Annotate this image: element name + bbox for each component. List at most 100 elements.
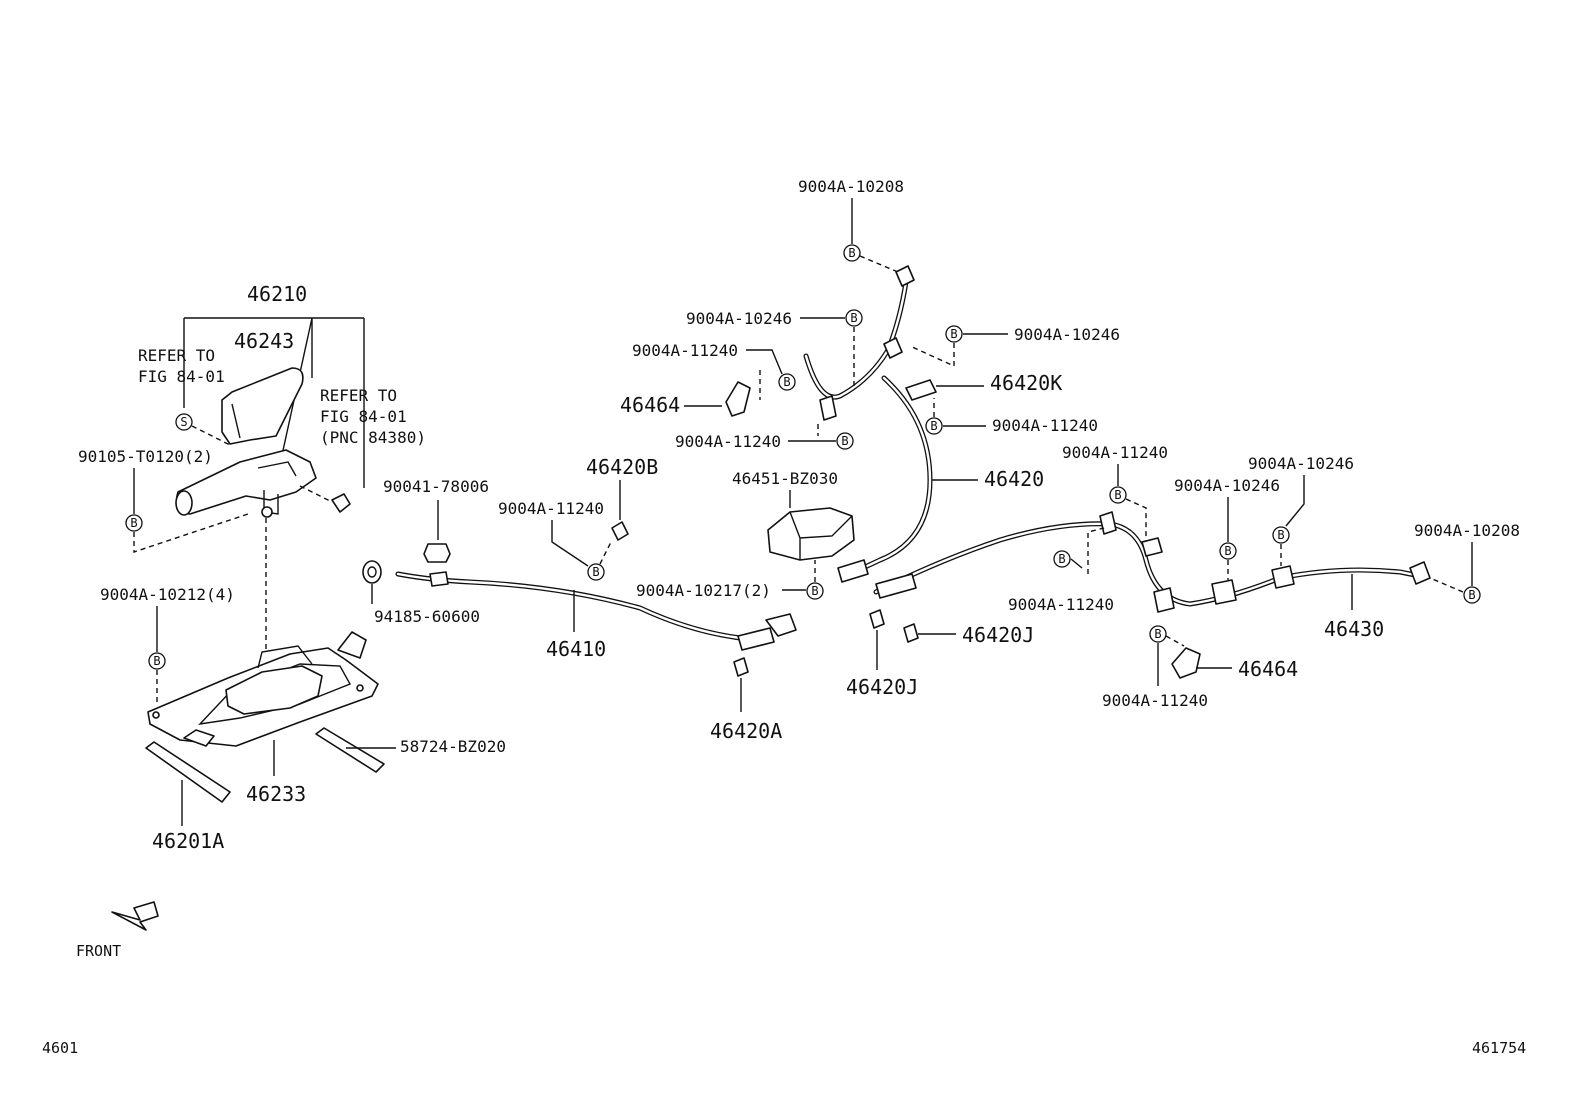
clip-46420J-a-part[interactable]: [869, 609, 885, 629]
dashed-leader-90105: [133, 513, 249, 553]
cable-46420-bend-bracket: [819, 395, 837, 421]
plate-46201A-part[interactable]: [145, 741, 231, 803]
callout-90105-T0120[interactable]: 90105-T0120(2): [78, 447, 213, 466]
callout-46464-a[interactable]: 46464: [620, 393, 680, 417]
cable-46430-bracket-4: [1211, 579, 1237, 605]
switch-dashed-leader: [299, 485, 333, 503]
callout-46201A[interactable]: 46201A: [152, 829, 224, 853]
bolt-marker-90105: B: [125, 514, 143, 532]
leader-9004A-11240-a: [551, 520, 589, 567]
svg-text:B: B: [783, 375, 790, 389]
dashed-leader-46464-b: [1165, 635, 1185, 647]
callout-9004A-10208-right[interactable]: 9004A-10208: [1414, 521, 1520, 540]
callout-46420J-b[interactable]: 46420J: [962, 623, 1034, 647]
callout-46210[interactable]: 46210: [247, 282, 307, 306]
front-label: FRONT: [76, 942, 121, 960]
svg-text:B: B: [1277, 528, 1284, 542]
callout-9004A-10212[interactable]: 9004A-10212(4): [100, 585, 235, 604]
base-plate-boss: [225, 665, 323, 715]
nut-90041-part[interactable]: [423, 543, 451, 563]
upper-cable-46420-group: 9004A-10208 B 9004A-10246 B 9004A-11240 …: [620, 177, 1120, 583]
callout-9004A-11240-b[interactable]: 9004A-11240: [632, 341, 738, 360]
callout-9004A-11240-d[interactable]: 9004A-11240: [992, 416, 1098, 435]
cable-46420-end-fitting: [837, 559, 869, 583]
callout-9004A-11240-g[interactable]: 9004A-11240: [1102, 691, 1208, 710]
svg-text:B: B: [1114, 488, 1121, 502]
callout-46420A[interactable]: 46420A: [710, 719, 782, 743]
svg-text:B: B: [848, 246, 855, 260]
page-code: 4601: [42, 1039, 78, 1057]
bolt-marker-10246-d: B: [1272, 526, 1290, 544]
callout-9004A-10246-a[interactable]: 9004A-10246: [686, 309, 792, 328]
plate-58724-part[interactable]: [315, 727, 385, 773]
callout-46233[interactable]: 46233: [246, 782, 306, 806]
bolt-marker-11240-c: B: [836, 432, 854, 450]
leader-46210: [183, 317, 365, 488]
bolt-marker-11240-g-top: B: [1149, 625, 1167, 643]
callout-46420K[interactable]: 46420K: [990, 371, 1062, 395]
callout-9004A-11240-c[interactable]: 9004A-11240: [675, 432, 781, 451]
callout-9004A-10246-d[interactable]: 9004A-10246: [1248, 454, 1354, 473]
callout-9004A-10217[interactable]: 9004A-10217(2): [636, 581, 771, 600]
svg-text:B: B: [1224, 544, 1231, 558]
refer-note-2-line3: (PNC 84380): [320, 428, 426, 447]
front-cable-fitting: [429, 571, 449, 587]
callout-9004A-11240-e[interactable]: 9004A-11240: [1062, 443, 1168, 462]
callout-9004A-10208-top[interactable]: 9004A-10208: [798, 177, 904, 196]
svg-text:B: B: [950, 327, 957, 341]
cable-46430-bracket-3: [1153, 587, 1175, 613]
clip-46420J-b-part[interactable]: [903, 623, 919, 643]
callout-9004A-11240-a[interactable]: 9004A-11240: [498, 499, 604, 518]
lever-cover-edge: [231, 403, 241, 439]
cover-46451-edges: [789, 511, 853, 560]
callout-46420B[interactable]: 46420B: [586, 455, 658, 479]
screw-marker-s: S: [175, 413, 193, 431]
cable-46430-end-bracket: [1409, 561, 1431, 585]
cable-46430-bracket-5: [1271, 565, 1295, 589]
clip-46420A-part[interactable]: [733, 657, 749, 677]
cover-46451-part[interactable]: [767, 507, 855, 561]
svg-text:B: B: [592, 565, 599, 579]
bracket-46464-b-part[interactable]: [1171, 647, 1201, 679]
cable-46430-inner: [874, 522, 1422, 606]
callout-46410[interactable]: 46410: [546, 637, 606, 661]
front-cable-bracket: [765, 613, 797, 637]
svg-text:B: B: [130, 516, 137, 530]
base-plate-tab: [337, 631, 367, 659]
callout-46430[interactable]: 46430: [1324, 617, 1384, 641]
switch-bracket-part[interactable]: [331, 493, 351, 513]
callout-58724-BZ020[interactable]: 58724-BZ020: [400, 737, 506, 756]
callout-46451-BZ030[interactable]: 46451-BZ030: [732, 469, 838, 488]
refer-note-2-line1: REFER TO: [320, 386, 397, 405]
callout-46420J-a[interactable]: 46420J: [846, 675, 918, 699]
grommet-94185-part[interactable]: [362, 560, 382, 584]
bolt-marker-10217: B: [806, 582, 824, 600]
base-plate-clip: [183, 729, 215, 747]
clip-46420K-part[interactable]: [905, 379, 937, 401]
front-indicator: FRONT: [76, 901, 159, 960]
callout-46243[interactable]: 46243: [234, 329, 294, 353]
base-plate-mount: [257, 645, 313, 669]
bracket-46464-a-part[interactable]: [725, 381, 751, 417]
callout-90041-78006[interactable]: 90041-78006: [383, 477, 489, 496]
callout-46420[interactable]: 46420: [984, 467, 1044, 491]
cable-46420-inner: [804, 280, 932, 576]
callout-9004A-11240-f[interactable]: 9004A-11240: [1008, 595, 1114, 614]
callout-9004A-10246-b[interactable]: 9004A-10246: [1014, 325, 1120, 344]
lever-handle-cover-part[interactable]: [221, 367, 304, 445]
callout-9004A-10246-c[interactable]: 9004A-10246: [1174, 476, 1280, 495]
dashed-leader-10246-b: [909, 343, 955, 368]
svg-text:B: B: [850, 311, 857, 325]
grommet-hole: [367, 566, 377, 578]
callout-94185-60600[interactable]: 94185-60600: [374, 607, 480, 626]
lever-grip-end: [175, 490, 193, 516]
svg-text:B: B: [1154, 627, 1161, 641]
front-arrow-icon: [111, 901, 159, 931]
bolt-marker-11240-e: B: [1109, 486, 1127, 504]
bolt-marker-10246-b: B: [945, 325, 963, 343]
bolt-marker-11240-a: B: [587, 563, 605, 581]
clip-46420B-part[interactable]: [611, 521, 629, 541]
callout-46464-b[interactable]: 46464: [1238, 657, 1298, 681]
right-cable-46430-group: 9004A-11240 B 9004A-10246 B 9004A-10246 …: [846, 443, 1520, 710]
